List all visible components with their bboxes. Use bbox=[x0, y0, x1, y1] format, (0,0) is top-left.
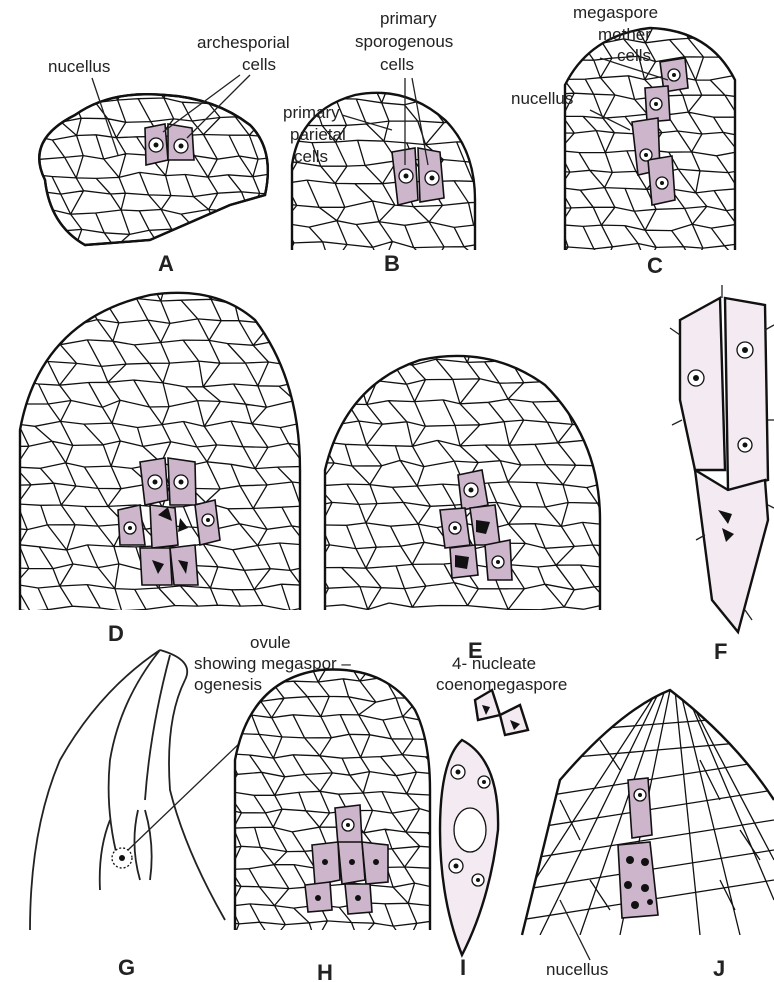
panel-letter-h: H bbox=[317, 960, 333, 982]
label-archesporial: archesporial bbox=[197, 33, 290, 52]
panel-f-diagram: F bbox=[670, 285, 774, 664]
panel-letter-a: A bbox=[158, 251, 174, 276]
panel-letter-d: D bbox=[108, 621, 124, 646]
panel-letter-c: C bbox=[647, 253, 663, 278]
panel-d-diagram: D bbox=[0, 258, 343, 646]
panel-a-diagram: A nucellus archesporial cells bbox=[5, 33, 309, 276]
label-four-nucleate: 4- nucleate bbox=[452, 654, 536, 673]
panel-letter-b: B bbox=[384, 251, 400, 276]
label-mother: mother bbox=[598, 25, 651, 44]
label-nucellus-c: nucellus bbox=[511, 89, 573, 108]
label-coenomegaspore: coenomegaspore bbox=[436, 675, 567, 694]
archesporial-cells bbox=[145, 124, 194, 165]
panel-j-diagram: J nucellus bbox=[520, 690, 774, 981]
panel-c-diagram: C megaspore mother cells nucellus bbox=[511, 0, 773, 278]
panel-letter-j: J bbox=[713, 956, 725, 981]
label-primary-parietal-1: primary bbox=[283, 103, 340, 122]
panel-e-diagram: E bbox=[292, 319, 624, 663]
label-mother-cells: cells bbox=[617, 46, 651, 65]
label-megaspore: megaspore bbox=[573, 3, 658, 22]
label-archesporial-cells: cells bbox=[242, 55, 276, 74]
label-sporogenous: sporogenous bbox=[355, 32, 453, 51]
label-nucellus-j: nucellus bbox=[546, 960, 608, 979]
label-primary: primary bbox=[380, 9, 437, 28]
label-primary-parietal-2: parietal bbox=[290, 125, 346, 144]
panel-b-diagram: B primary sporogenous cells primary pari… bbox=[259, 9, 515, 276]
label-nucellus-a: nucellus bbox=[48, 57, 110, 76]
label-primary-parietal-3: cells bbox=[294, 147, 328, 166]
panel-letter-f: F bbox=[714, 639, 727, 664]
label-sporogenous-cells: cells bbox=[380, 55, 414, 74]
panel-i-diagram: I 4- nucleate coenomegaspore bbox=[436, 654, 567, 980]
label-ogenesis: ogenesis bbox=[194, 675, 262, 694]
label-ovule: ovule bbox=[250, 633, 291, 652]
panel-letter-g: G bbox=[118, 955, 135, 980]
panel-letter-i: I bbox=[460, 955, 466, 980]
